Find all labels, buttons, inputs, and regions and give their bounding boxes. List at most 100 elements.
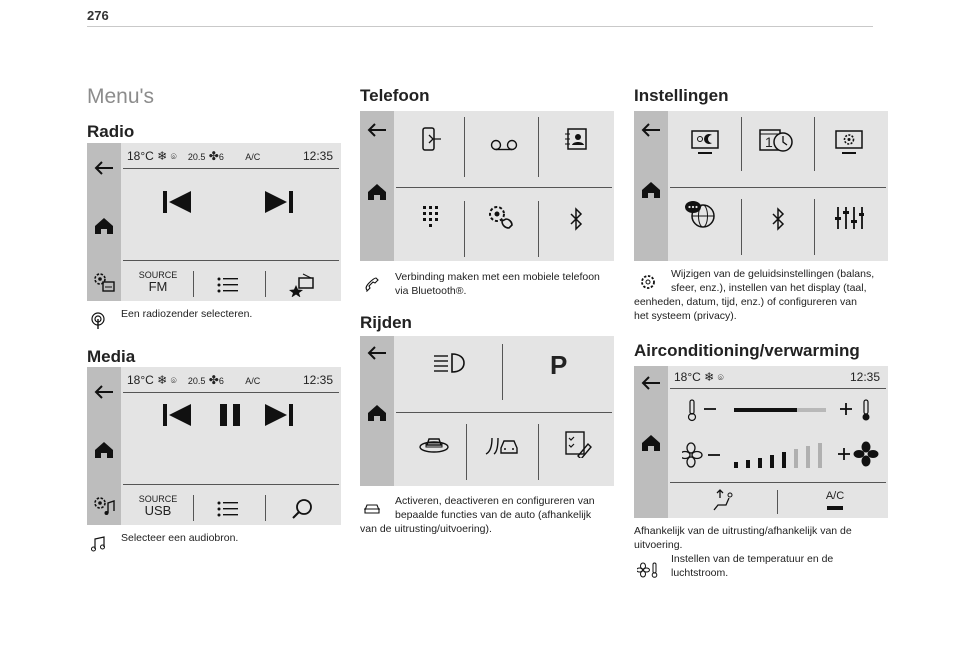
list-icon[interactable] [217,277,239,293]
search-icon[interactable] [291,498,313,520]
date-digit: 1 [765,134,773,150]
phone-settings-icon[interactable] [486,203,516,231]
air-distribution-icon[interactable] [712,488,738,512]
system-settings-icon[interactable] [834,129,864,155]
telefoon-screen [360,111,614,261]
media-sidebar [87,367,121,525]
temperature-slider[interactable] [734,408,826,412]
bluetooth-icon[interactable] [569,207,583,231]
radio-settings-icon[interactable] [92,271,116,293]
equalizer-icon[interactable] [834,205,864,231]
value-readout: 20.5 [187,376,206,386]
radio-screen: 18°C ❄ ⌾ 20.5 ✤6 A/C 12:35 SOURCE FM [87,143,341,301]
clock-readout: 12:35 [302,149,333,163]
location-icon: ⌾ [170,376,177,387]
divider [466,424,467,480]
divider [123,168,339,169]
pause-icon[interactable] [217,402,243,428]
radio-favorite-icon[interactable] [289,273,315,297]
desc-line: Wijzigen van de geluidsinstellingen (bal… [671,268,875,280]
value-readout: 20.5 [187,152,206,162]
media-heading: Media [87,347,136,366]
phone-icon [365,277,379,292]
source-button[interactable]: SOURCE FM [133,270,183,293]
home-icon[interactable] [641,181,661,199]
fan-level: 6 [218,376,224,386]
bluetooth-icon[interactable] [771,207,785,231]
vehicle-360-icon[interactable] [418,430,450,454]
desc-line: sfeer, enz.), instellen van het display … [671,282,867,294]
snowflake-icon: ❄ [157,149,168,163]
back-arrow-icon[interactable] [94,385,114,399]
telefoon-sidebar [360,111,394,261]
page-number: 276 [87,8,109,23]
divider [777,490,778,514]
rijden-description: Activeren, deactiveren en configureren v… [360,494,620,536]
divider [193,495,194,521]
ac-label: A/C [245,152,261,162]
temp-increase-icon[interactable] [838,398,874,422]
desc-line: bepaalde functies van de auto (afhankeli… [395,509,592,521]
radio-sidebar [87,143,121,301]
divider [538,424,539,480]
fan-speed-bar[interactable] [732,440,832,470]
media-status-bar: 18°C ❄ ⌾ 20.5 ✤6 A/C 12:35 [127,373,337,387]
rijden-heading: Rijden [360,313,412,332]
home-icon[interactable] [641,434,661,452]
back-arrow-icon[interactable] [641,376,661,390]
fan-icon: ✤ [208,149,219,163]
divider [814,199,815,255]
display-brightness-icon[interactable] [690,129,720,155]
back-arrow-icon[interactable] [367,346,387,360]
divider [396,187,612,188]
divider [123,484,339,485]
next-track-icon[interactable] [263,402,295,428]
home-icon[interactable] [367,404,387,422]
contacts-icon[interactable] [564,127,588,151]
fan-level: 6 [218,152,224,162]
divider [814,117,815,171]
car-icon [364,504,380,514]
temp-readout: 18°C [127,373,154,387]
music-note-icon [91,536,105,552]
source-label: SOURCE [138,494,178,504]
divider [396,412,612,413]
headlight-icon[interactable] [432,352,466,374]
next-track-icon[interactable] [263,189,295,215]
ac-button[interactable]: A/C [820,490,850,510]
back-arrow-icon[interactable] [641,123,661,137]
ac-indicator [827,506,843,510]
desc-line: eenheden, datum, tijd, enz.) of configur… [634,296,857,308]
divider [464,201,465,257]
radio-description: Een radiozender selecteren. [121,308,253,320]
vehicle-config-icon[interactable] [564,430,594,458]
keypad-icon[interactable] [422,205,440,231]
date-time-icon[interactable] [758,127,794,153]
desc-line: van de uitrusting/uitvoering). [360,523,492,535]
previous-track-icon[interactable] [161,402,193,428]
divider [265,495,266,521]
previous-track-icon[interactable] [161,189,193,215]
driving-assist-icon[interactable] [484,434,520,456]
parking-icon[interactable]: P [550,350,568,380]
language-globe-icon[interactable] [684,199,716,229]
media-settings-icon[interactable] [92,495,116,517]
fan-increase-icon[interactable] [836,440,880,468]
back-arrow-icon[interactable] [367,123,387,137]
airco-status-bar: 18°C ❄ ⌾ 12:35 [674,370,884,384]
home-icon[interactable] [367,183,387,201]
divider [265,271,266,297]
back-arrow-icon[interactable] [94,161,114,175]
source-button[interactable]: SOURCE USB [133,494,183,517]
home-icon[interactable] [94,217,114,235]
temp-readout: 18°C [674,370,701,384]
fan-decrease-icon[interactable] [682,442,722,468]
call-log-icon[interactable] [420,127,442,151]
home-icon[interactable] [94,441,114,459]
desc-line: Afhankelijk van de uitrusting/afhankelij… [634,525,852,537]
list-icon[interactable] [217,501,239,517]
temp-decrease-icon[interactable] [686,398,718,422]
voicemail-icon[interactable] [490,139,518,151]
airco-heading: Airconditioning/verwarming [634,341,860,360]
settings-gear-icon [641,275,655,289]
